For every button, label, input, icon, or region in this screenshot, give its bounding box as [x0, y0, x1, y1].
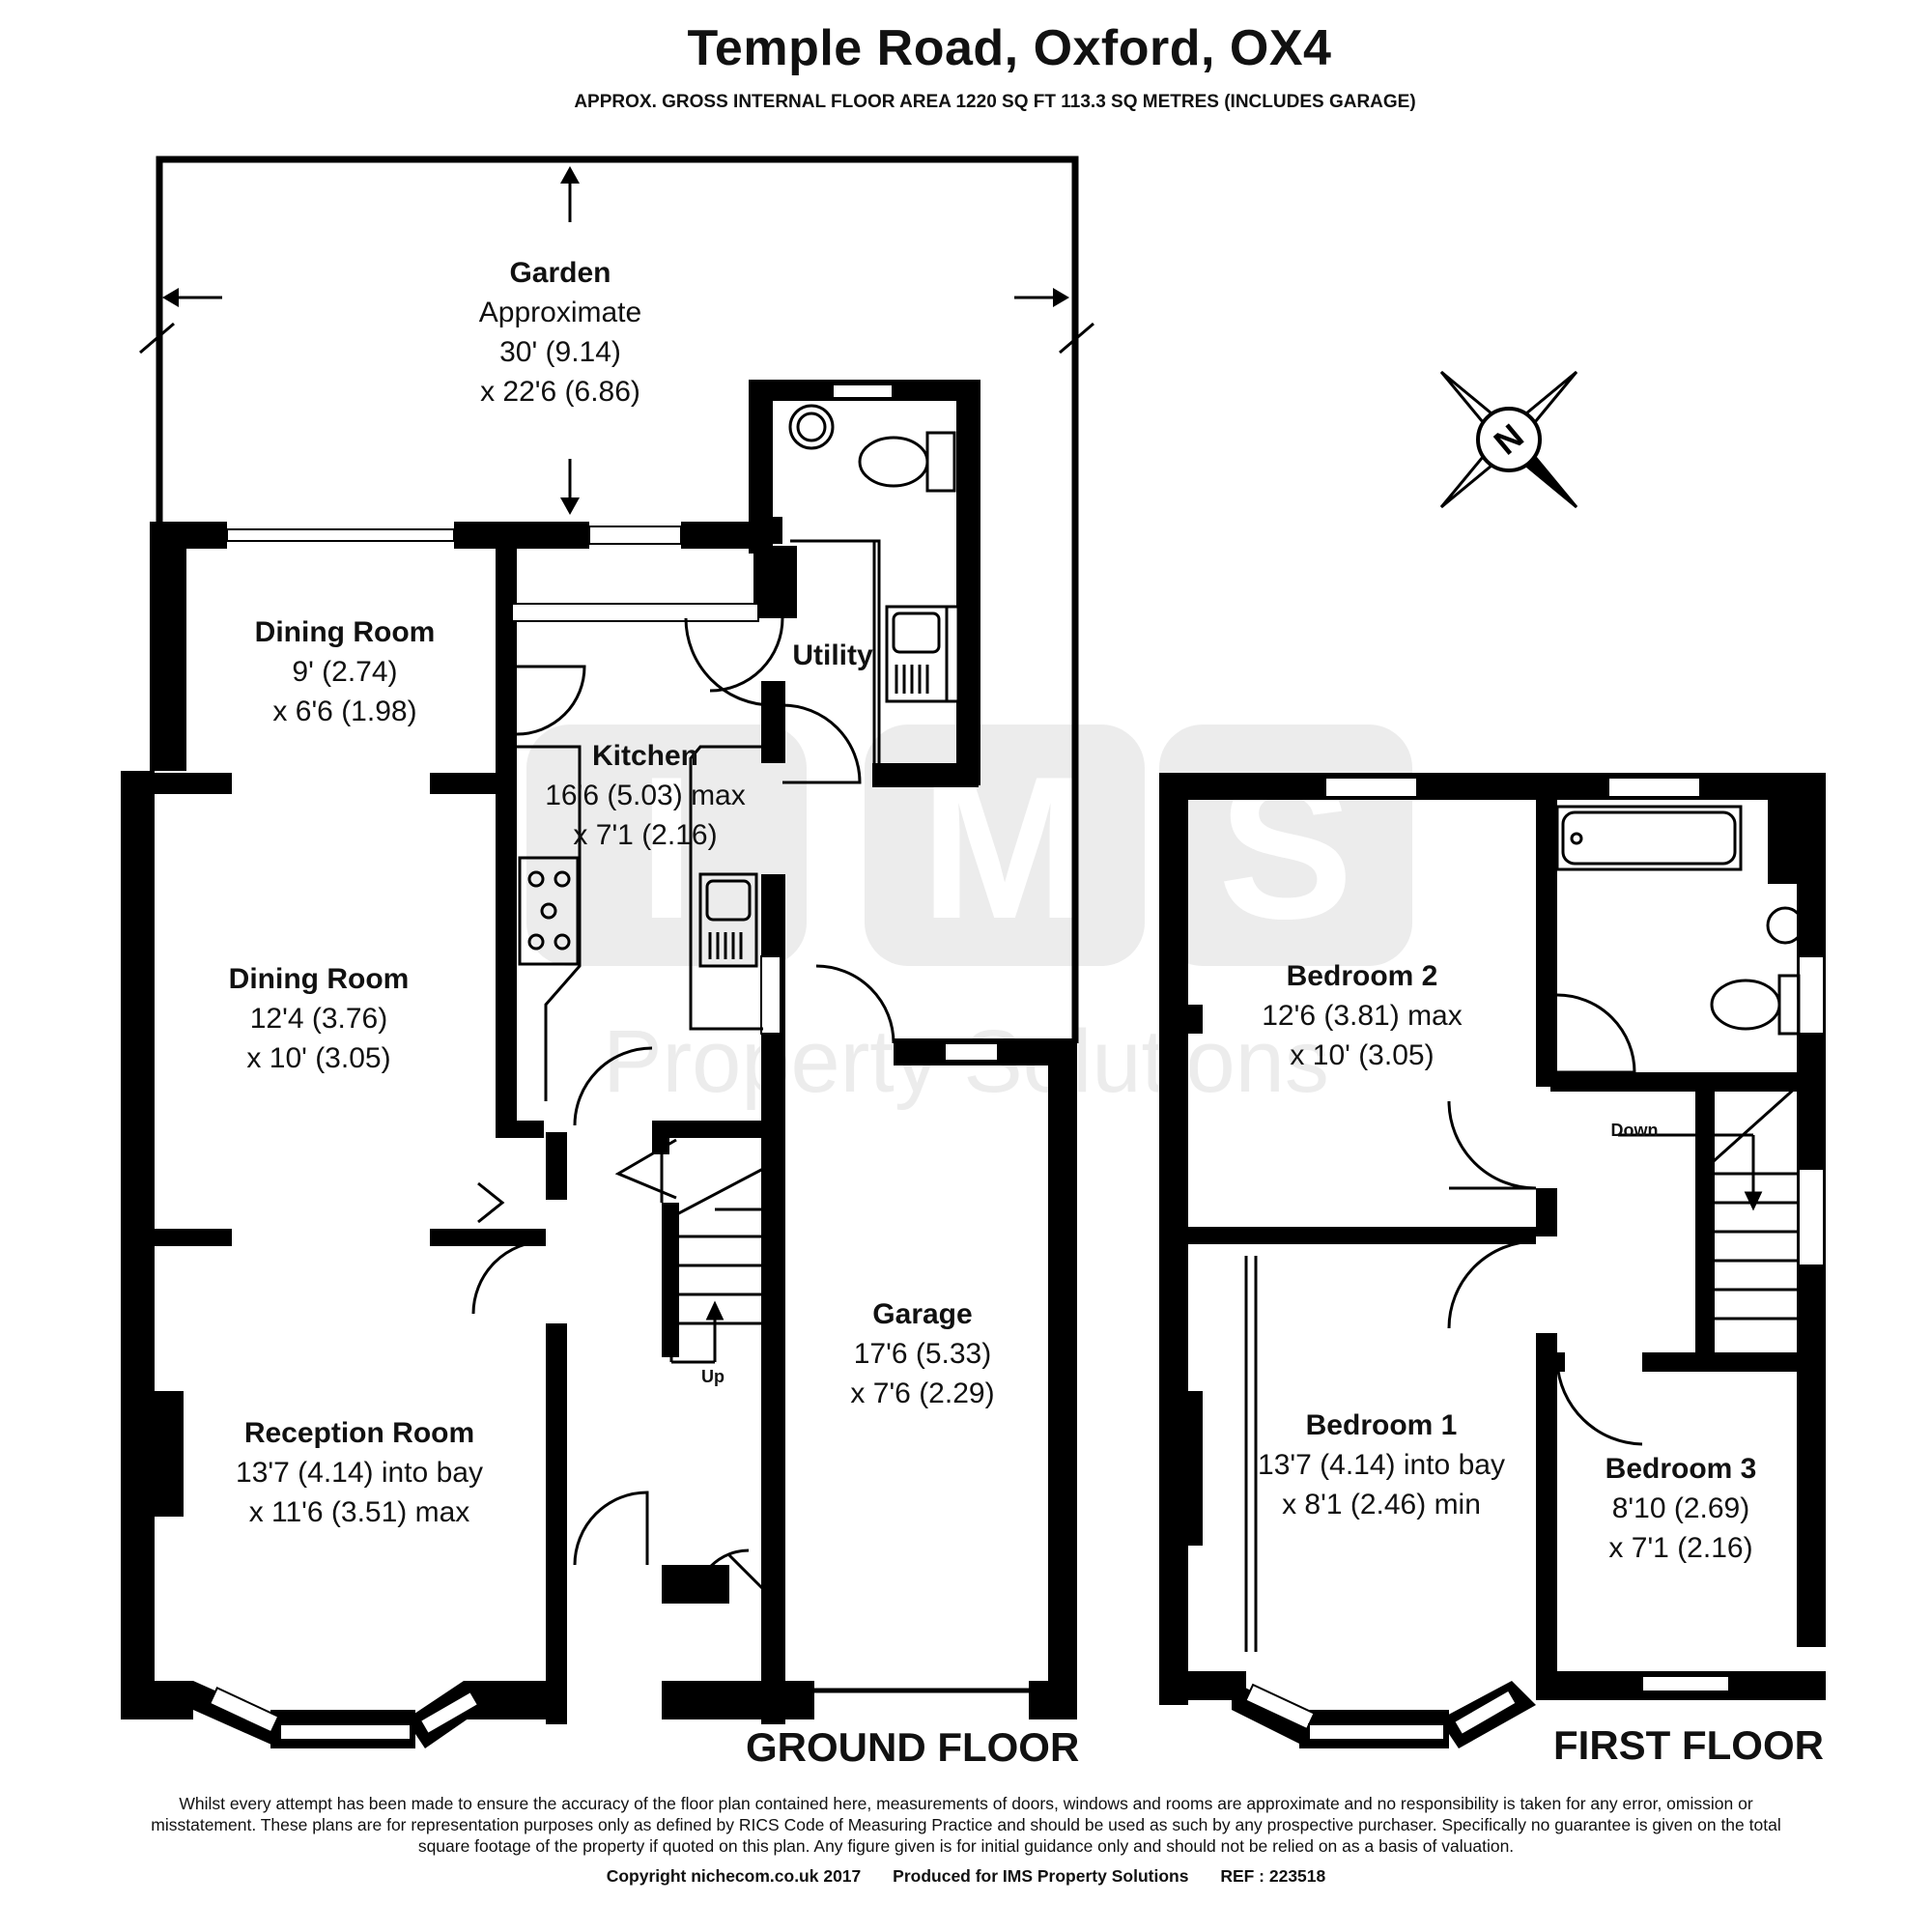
floor-area-subtitle: APPROX. GROSS INTERNAL FLOOR AREA 1220 S…: [574, 92, 1416, 112]
room-dim: 30' (9.14): [499, 336, 621, 368]
ground-floor-label: GROUND FLOOR: [746, 1724, 1080, 1770]
room-dim: 12'4 (3.76): [249, 1003, 388, 1035]
ground-floor-fixtures: [471, 404, 960, 1605]
room-bedroom-3: Bedroom 3 8'10 (2.69) x 7'1 (2.16): [1605, 1449, 1757, 1568]
room-dim: x 10' (3.05): [246, 1042, 391, 1074]
room-name: Kitchen: [591, 740, 698, 772]
garden-boundary: [139, 156, 1094, 1043]
room-name: Bedroom 2: [1286, 960, 1438, 992]
room-name: Reception Room: [243, 1417, 475, 1449]
room-garden: Garden Approximate 30' (9.14) x 22'6 (6.…: [479, 253, 641, 412]
room-reception: Reception Room 13'7 (4.14) into bay x 11…: [236, 1413, 483, 1532]
watermark-letter-s: S: [1218, 734, 1353, 961]
room-dim: x 11'6 (3.51) max: [248, 1496, 470, 1528]
room-garage: Garage 17'6 (5.33) x 7'6 (2.29): [850, 1294, 994, 1413]
room-dining: Dining Room 12'4 (3.76) x 10' (3.05): [229, 959, 410, 1078]
compass-rose: N: [1439, 370, 1578, 509]
room-dim: Approximate: [478, 297, 642, 328]
first-floor-label: FIRST FLOOR: [1553, 1722, 1824, 1768]
room-name: Dining Room: [228, 963, 410, 995]
room-dining-upper: Dining Room 9' (2.74) x 6'6 (1.98): [255, 612, 436, 731]
room-dim: 13'7 (4.14) into bay: [1258, 1449, 1505, 1481]
stairs-down-label: Down: [1610, 1121, 1659, 1140]
room-dim: x 7'6 (2.29): [850, 1378, 995, 1409]
room-utility: Utility: [792, 636, 872, 675]
room-kitchen: Kitchen 16'6 (5.03) max x 7'1 (2.16): [545, 736, 746, 855]
room-dim: 16'6 (5.03) max: [545, 780, 746, 811]
room-dim: x 7'1 (2.16): [1608, 1532, 1753, 1564]
stairs-up-label: Up: [701, 1367, 724, 1386]
room-dim: 12'6 (3.81) max: [1262, 1000, 1463, 1032]
ground-floor-walls: [121, 380, 1077, 1748]
first-floor-walls: [1159, 773, 1826, 1748]
reference-text: REF : 223518: [1220, 1866, 1326, 1886]
room-dim: x 10' (3.05): [1290, 1039, 1435, 1071]
room-dim: 17'6 (5.33): [853, 1338, 992, 1370]
room-dim: 9' (2.74): [292, 656, 398, 688]
room-dim: 8'10 (2.69): [1611, 1492, 1750, 1524]
room-name: Utility: [792, 639, 873, 671]
first-floor-fixtures: [1244, 805, 1804, 1652]
room-dim: x 7'1 (2.16): [573, 819, 718, 851]
room-dim: x 8'1 (2.46) min: [1282, 1489, 1481, 1520]
copyright-text: Copyright nichecom.co.uk 2017: [606, 1866, 862, 1886]
credits-line: Copyright nichecom.co.uk 2017 Produced f…: [0, 1866, 1932, 1887]
produced-for-text: Produced for IMS Property Solutions: [893, 1866, 1189, 1886]
room-bedroom-1: Bedroom 1 13'7 (4.14) into bay x 8'1 (2.…: [1258, 1406, 1505, 1524]
room-name: Bedroom 1: [1305, 1409, 1458, 1441]
room-bedroom-2: Bedroom 2 12'6 (3.81) max x 10' (3.05): [1262, 956, 1463, 1075]
room-name: Garden: [509, 257, 611, 289]
room-dim: x 22'6 (6.86): [480, 376, 640, 408]
plan-title: Temple Road, Oxford, OX4: [687, 20, 1332, 76]
room-dim: 13'7 (4.14) into bay: [236, 1457, 483, 1489]
watermark-letter-i: I: [639, 734, 695, 961]
room-name: Bedroom 3: [1605, 1453, 1757, 1485]
disclaimer-text: Whilst every attempt has been made to en…: [151, 1794, 1781, 1856]
room-name: Garage: [872, 1298, 973, 1330]
room-name: Dining Room: [254, 616, 436, 648]
room-dim: x 6'6 (1.98): [272, 696, 417, 727]
